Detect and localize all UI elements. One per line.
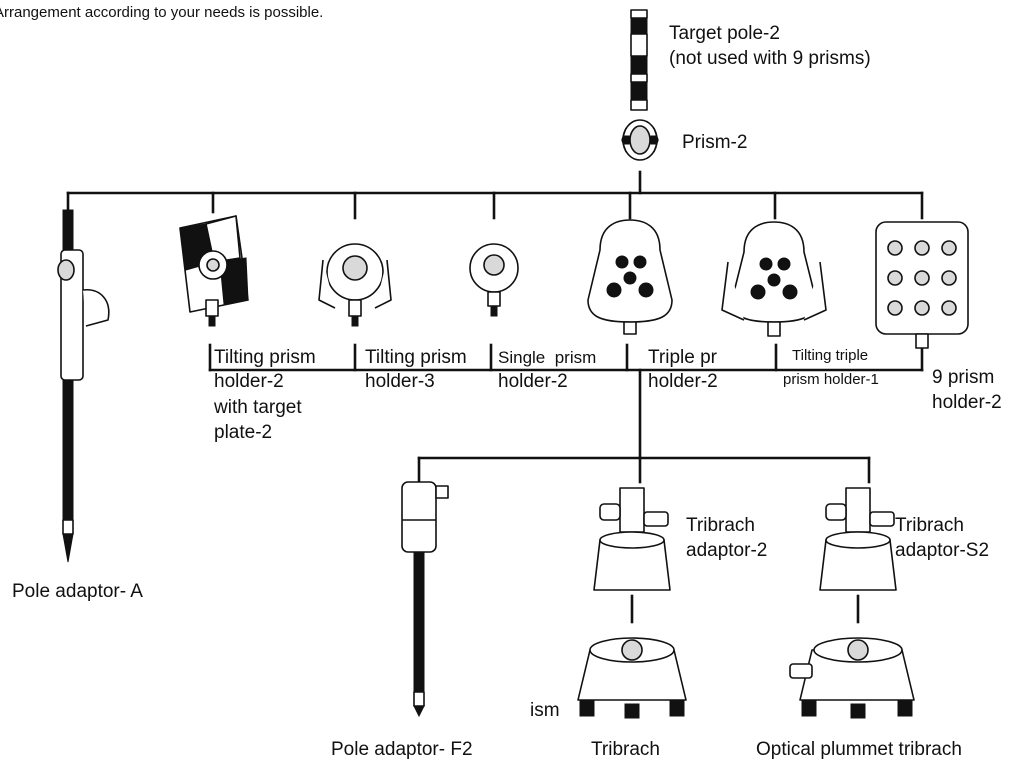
tilting-triple-label-line2: prism holder-1 (783, 371, 879, 388)
tribrach-illustration (577, 637, 687, 719)
tilting-holder-2-label-line1: Tilting prism (214, 347, 316, 368)
arrangement-note: Arrangement according to your needs is p… (0, 4, 324, 21)
tribrach-label: Tribrach (591, 739, 660, 760)
pole-adaptor-f2-label: Pole adaptor- F2 (331, 739, 473, 760)
tilting-holder-3-illustration (318, 243, 392, 327)
nine-holder-label-line2: holder-2 (932, 392, 1002, 413)
optical-plummet-tribrach-illustration (789, 637, 915, 719)
triple-holder-illustration (587, 219, 673, 335)
tribrach-adaptor-2-label-line2: adaptor-2 (686, 540, 768, 561)
single-holder-label-line1: Single prism (498, 348, 597, 367)
tribrach-adaptor-s2-label-line2: adaptor-S2 (895, 540, 990, 561)
prism-illustration (621, 119, 659, 161)
tribrach-adaptor-s2-label-line1: Tribrach (895, 515, 964, 536)
single-holder-label-line2: holder-2 (498, 371, 568, 392)
optical-plummet-tribrach-label: Optical plummet tribrach (756, 739, 962, 760)
stray-fragment-label: ism (530, 700, 560, 721)
triple-holder-label-line2: holder-2 (648, 371, 718, 392)
pole-adaptor-a-label: Pole adaptor- A (12, 581, 143, 602)
nine-holder-label-line1: 9 prism (932, 367, 995, 388)
triple-holder-label-line1: Triple pr (648, 347, 717, 368)
connector-lines (66, 170, 924, 624)
tilting-holder-2-label-line4: plate-2 (214, 422, 273, 443)
target-pole-illustration (630, 9, 648, 111)
tilting-holder-3-label-line2: holder-3 (365, 371, 435, 392)
pole-adaptor-f2-illustration (401, 481, 449, 718)
tilting-triple-label-line1: Tilting triple (792, 347, 869, 364)
target-pole-label-line2: (not used with 9 prisms) (669, 48, 871, 69)
target-pole-label-line1: Target pole-2 (669, 23, 780, 44)
single-holder-illustration (469, 243, 519, 317)
tilting-holder-2-label-line3: with target (214, 397, 302, 418)
tilting-holder-2-illustration (179, 215, 249, 327)
tribrach-adaptor-2-illustration (593, 487, 671, 591)
tribrach-adaptor-s2-illustration (819, 487, 897, 591)
tilting-holder-3-label-line1: Tilting prism (365, 347, 467, 368)
tribrach-adaptor-2-label-line1: Tribrach (686, 515, 755, 536)
prism-label: Prism-2 (682, 132, 748, 153)
nine-holder-illustration (875, 221, 969, 349)
pole-adaptor-a-illustration (57, 209, 110, 563)
tilting-holder-2-label-line2: holder-2 (214, 371, 284, 392)
tilting-triple-illustration (721, 221, 827, 337)
